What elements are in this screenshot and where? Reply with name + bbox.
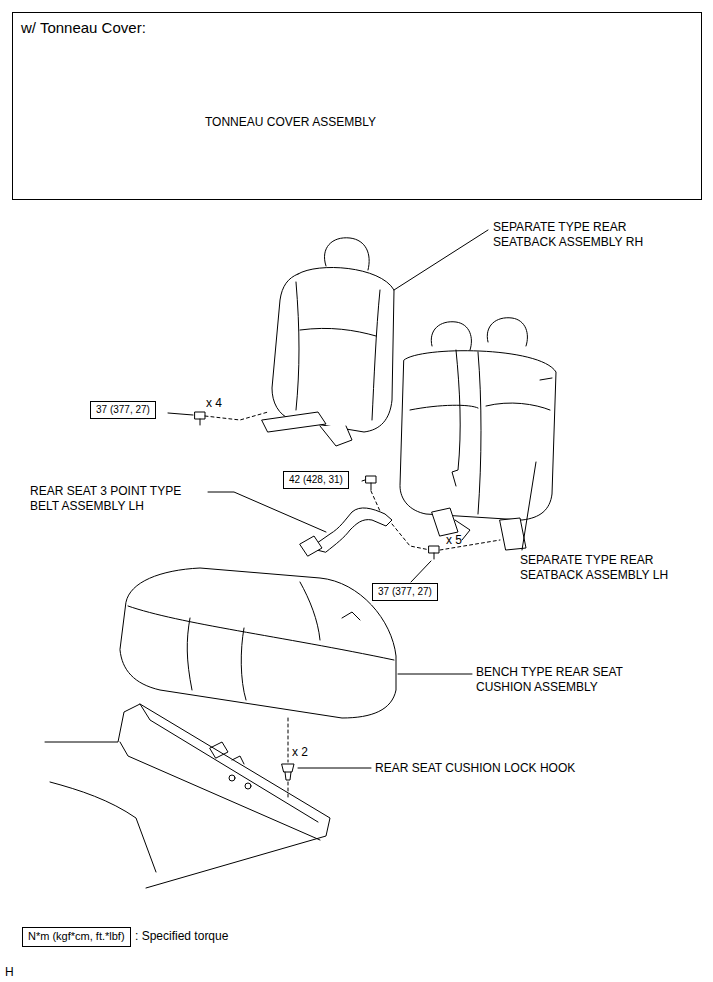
seatback-rh: [272, 267, 394, 432]
part-name: SEPARATE TYPE REAR SEATBACK ASSEMBLY RH: [493, 220, 665, 250]
seat-bracket: [432, 508, 526, 550]
leader-line: [168, 413, 193, 415]
legend-sample-box: N*m (kgf*cm, ft.*lbf): [22, 927, 131, 947]
leader-line: [522, 462, 536, 550]
leader-line: [398, 674, 472, 675]
dashed-line: [205, 412, 268, 420]
dashed-line: [392, 524, 430, 550]
headrest: [487, 318, 527, 346]
lock-hook: [282, 764, 294, 780]
floor-hole: [245, 783, 251, 789]
torque-value: 37 (377, 27): [96, 404, 150, 416]
legend-text: : Specified torque: [135, 929, 228, 944]
seatback-lh: [400, 351, 556, 520]
figure-code: H: [5, 965, 14, 980]
leader-line: [394, 230, 488, 290]
belt-strap: [452, 350, 460, 486]
part-name: TONNEAU COVER ASSEMBLY: [205, 115, 376, 130]
seat-cushion: [120, 568, 396, 718]
belt-buckle: [300, 536, 322, 556]
torque-value: 37 (377, 27): [378, 586, 432, 598]
quantity: x 5: [446, 533, 462, 548]
quantity: x 4: [206, 396, 222, 411]
leader-line: [208, 492, 326, 532]
option-panel: w/ Tonneau Cover:: [12, 12, 702, 200]
leader-line: [362, 480, 365, 481]
floor-hole: [229, 775, 235, 781]
dashed-line: [288, 782, 289, 800]
bolt-symbol: [366, 476, 376, 490]
headrest: [324, 238, 369, 270]
seatback-seam: [296, 282, 380, 420]
part-name: SEPARATE TYPE REAR SEATBACK ASSEMBLY LH: [520, 553, 692, 583]
torque-value: N*m (kgf*cm, ft.*lbf): [28, 930, 125, 943]
seatback-seam: [410, 352, 552, 514]
torque-value: 42 (428, 31): [289, 474, 343, 486]
torque-box: 42 (428, 31): [283, 471, 349, 489]
part-name: REAR SEAT CUSHION LOCK HOOK: [375, 761, 575, 776]
part-name: REAR SEAT 3 POINT TYPE BELT ASSEMBLY LH: [30, 484, 208, 514]
panel-heading: w/ Tonneau Cover:: [21, 19, 693, 37]
torque-box: 37 (377, 27): [90, 401, 156, 419]
cushion-seam: [128, 582, 394, 700]
leader-line: [298, 768, 371, 769]
cushion-strap: [342, 612, 360, 620]
dashed-line: [288, 718, 289, 762]
bolt-symbol: [195, 412, 205, 425]
floor-detail: [210, 742, 244, 764]
part-name: BENCH TYPE REAR SEAT CUSHION ASSEMBLY: [476, 665, 648, 695]
seat-bracket: [262, 412, 352, 446]
floor-panel: [45, 704, 330, 888]
torque-box: 37 (377, 27): [372, 583, 438, 601]
leader-line: [411, 561, 431, 582]
headrest: [431, 322, 471, 350]
bolt-symbol: [429, 546, 439, 559]
quantity: x 2: [292, 745, 308, 760]
